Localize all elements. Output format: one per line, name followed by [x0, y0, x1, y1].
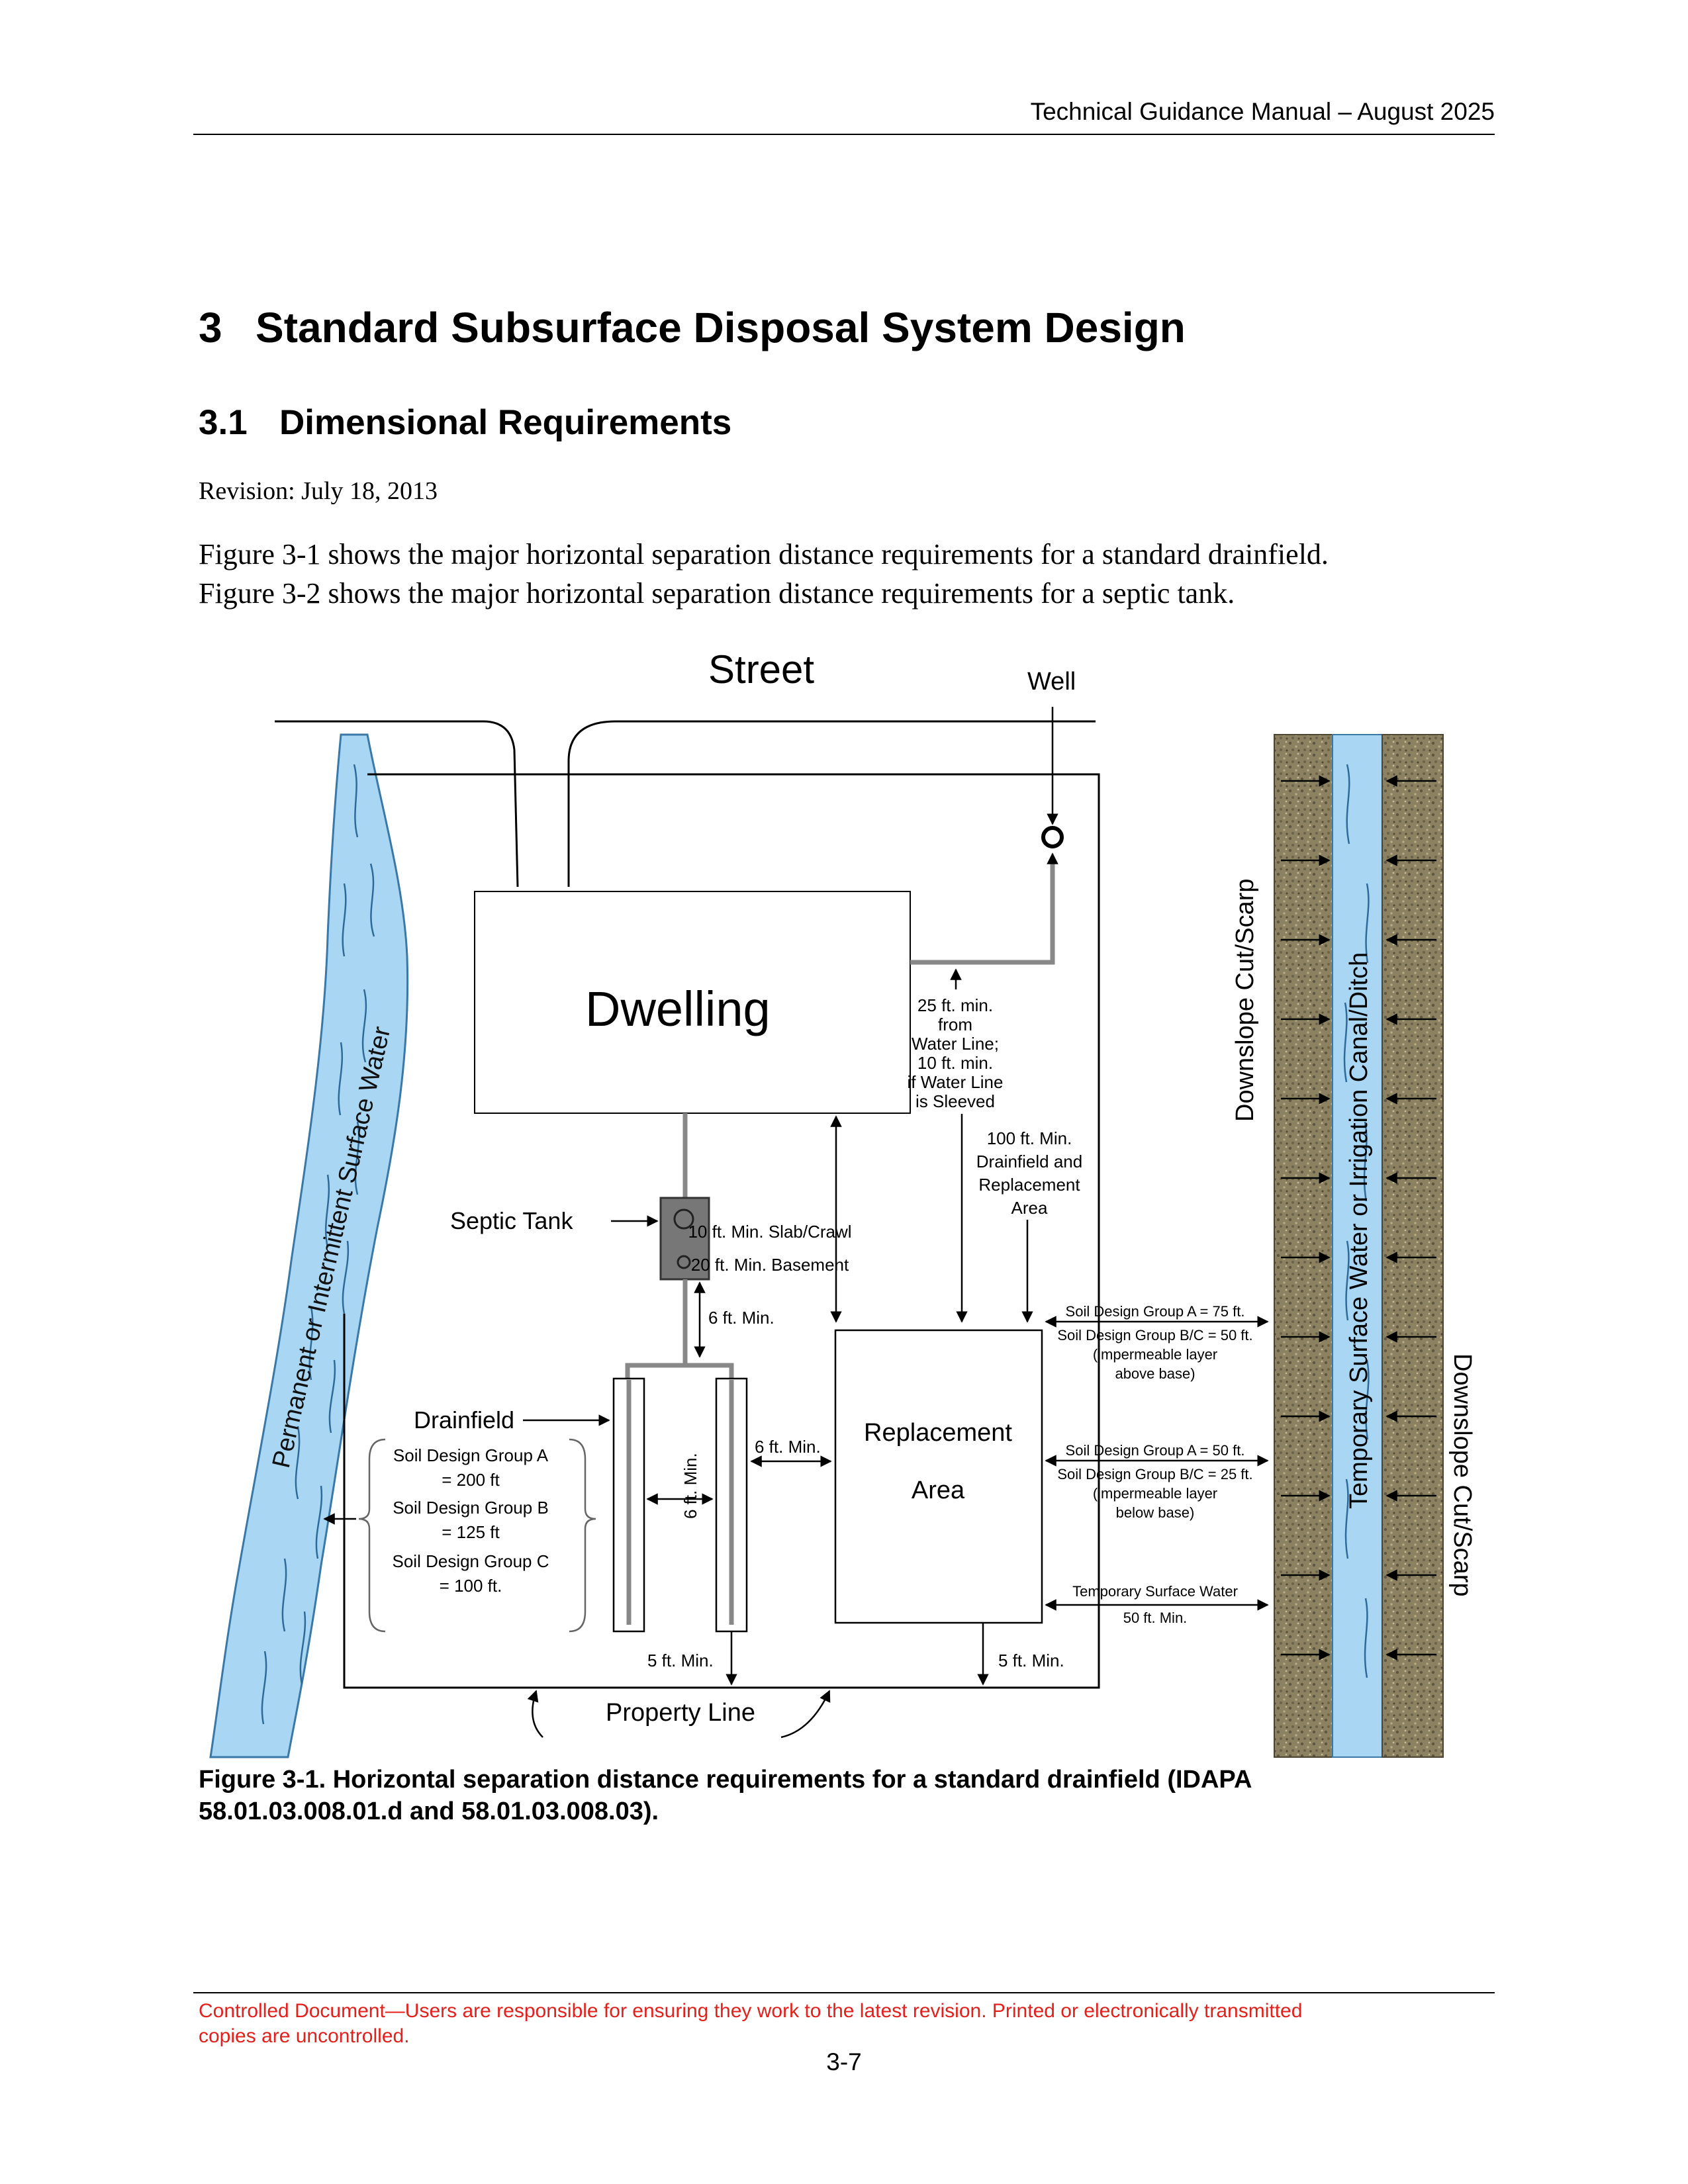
water-line-text-1: 25 ft. min.	[917, 995, 993, 1015]
drainfield-label: Drainfield	[414, 1406, 514, 1433]
above-base-text-3: (impermeable layer	[1093, 1346, 1217, 1363]
below-base-text-2: Soil Design Group B/C = 25 ft.	[1057, 1466, 1252, 1482]
page-number: 3-7	[826, 2048, 862, 2075]
water-line-text-4: 10 ft. min.	[917, 1053, 993, 1073]
caption-line-2: 58.01.03.008.01.d and 58.01.03.008.03).	[199, 1797, 659, 1825]
running-header: Technical Guidance Manual – August 2025	[1030, 98, 1495, 125]
well-distance-text-4: Area	[1011, 1198, 1048, 1218]
basement-label: 20 ft. Min. Basement	[691, 1255, 849, 1275]
replacement-gap-label: 6 ft. Min.	[755, 1437, 821, 1457]
water-line-text-5: if Water Line	[908, 1072, 1004, 1092]
sdg-b-line-1: Soil Design Group B	[393, 1498, 549, 1518]
separation-distance-figure: Permanent or Intermittent Surface Water …	[209, 647, 1476, 1758]
section-number: 3.1	[199, 403, 248, 442]
slab-label: 10 ft. Min. Slab/Crawl	[688, 1222, 851, 1242]
drainfield-property-gap: 5 ft. Min.	[647, 1651, 714, 1670]
sdg-a-line-2: = 200 ft	[442, 1470, 500, 1490]
below-base-text-4: below base)	[1116, 1504, 1195, 1521]
sdg-a-line-1: Soil Design Group A	[393, 1445, 549, 1465]
below-base-text-1: Soil Design Group A = 50 ft.	[1066, 1442, 1245, 1459]
street-label: Street	[708, 647, 814, 692]
sdg-c-line-1: Soil Design Group C	[393, 1551, 549, 1571]
canal-label: Temporary Surface Water or Irrigation Ca…	[1345, 952, 1373, 1509]
well-distance-text-2: Drainfield and	[976, 1152, 1082, 1171]
downslope-right-label: Downslope Cut/Scarp	[1448, 1353, 1476, 1597]
sdg-b-line-2: = 125 ft	[442, 1522, 500, 1542]
section-title: Dimensional Requirements	[279, 403, 732, 442]
water-line-pipe	[910, 857, 1055, 965]
figure-caption: Figure 3-1. Horizontal separation distan…	[199, 1764, 1456, 1827]
septic-tank-label: Septic Tank	[450, 1207, 573, 1234]
street-line-right	[567, 720, 1096, 887]
replacement-area-box	[834, 1329, 1043, 1624]
body-paragraph: Figure 3-1 shows the major horizontal se…	[199, 535, 1500, 613]
chapter-number: 3	[199, 304, 222, 351]
scarp-left	[1274, 734, 1333, 1758]
controlled-document-notice: Controlled Document—Users are responsibl…	[199, 1999, 1489, 2049]
scarp-right	[1382, 734, 1444, 1758]
well-distance-text-3: Replacement	[978, 1175, 1080, 1195]
above-base-text-4: above base)	[1115, 1365, 1195, 1382]
footer-rule	[193, 1992, 1495, 1993]
trench-gap-label: 6 ft. Min.	[680, 1453, 700, 1519]
caption-line-1: Figure 3-1. Horizontal separation distan…	[199, 1766, 1252, 1794]
sdg-c-line-2: = 100 ft.	[440, 1576, 502, 1596]
well-distance-text-1: 100 ft. Min.	[987, 1128, 1072, 1148]
replacement-property-gap: 5 ft. Min.	[998, 1651, 1064, 1670]
water-line-text-6: is Sleeved	[915, 1091, 995, 1111]
replacement-label-2: Area	[912, 1477, 965, 1504]
tank-gap-label: 6 ft. Min.	[708, 1308, 774, 1328]
body-line-2: Figure 3-2 shows the major horizontal se…	[199, 577, 1235, 610]
river-ripples	[261, 764, 375, 1725]
body-line-1: Figure 3-1 shows the major horizontal se…	[199, 538, 1329, 570]
above-base-text-1: Soil Design Group A = 75 ft.	[1066, 1303, 1245, 1320]
revision-date: Revision: July 18, 2013	[199, 477, 438, 505]
section-heading: 3.1 Dimensional Requirements	[199, 402, 731, 443]
below-base-text-3: (impermeable layer	[1093, 1485, 1217, 1502]
dwelling-box	[474, 891, 911, 1114]
header-rule	[193, 134, 1495, 135]
temporary-water-text-1: Temporary Surface Water	[1072, 1583, 1238, 1600]
distribution-pipe	[625, 1363, 734, 1379]
irrigation-canal	[1332, 734, 1383, 1758]
well-label: Well	[1027, 668, 1076, 696]
notice-line-1: Controlled Document—Users are responsibl…	[199, 2000, 1303, 2022]
well-icon	[1041, 826, 1064, 848]
river-shape	[209, 733, 409, 1758]
above-base-text-2: Soil Design Group B/C = 50 ft.	[1057, 1327, 1252, 1343]
property-line	[343, 773, 1100, 1689]
downslope-left-label: Downslope Cut/Scarp	[1231, 878, 1259, 1122]
street-line-left	[275, 720, 519, 887]
dwelling-label: Dwelling	[585, 981, 771, 1036]
property-line-label: Property Line	[606, 1699, 755, 1727]
water-line-text-3: Water Line;	[912, 1034, 999, 1054]
water-line-text-2: from	[938, 1015, 972, 1034]
chapter-title: Standard Subsurface Disposal System Desi…	[256, 304, 1186, 351]
chapter-heading: 3 Standard Subsurface Disposal System Des…	[199, 303, 1186, 352]
temporary-water-text-2: 50 ft. Min.	[1123, 1610, 1188, 1626]
replacement-label-1: Replacement	[864, 1419, 1012, 1447]
scarp-arrows	[1281, 775, 1436, 1661]
notice-line-2: copies are uncontrolled.	[199, 2025, 410, 2047]
